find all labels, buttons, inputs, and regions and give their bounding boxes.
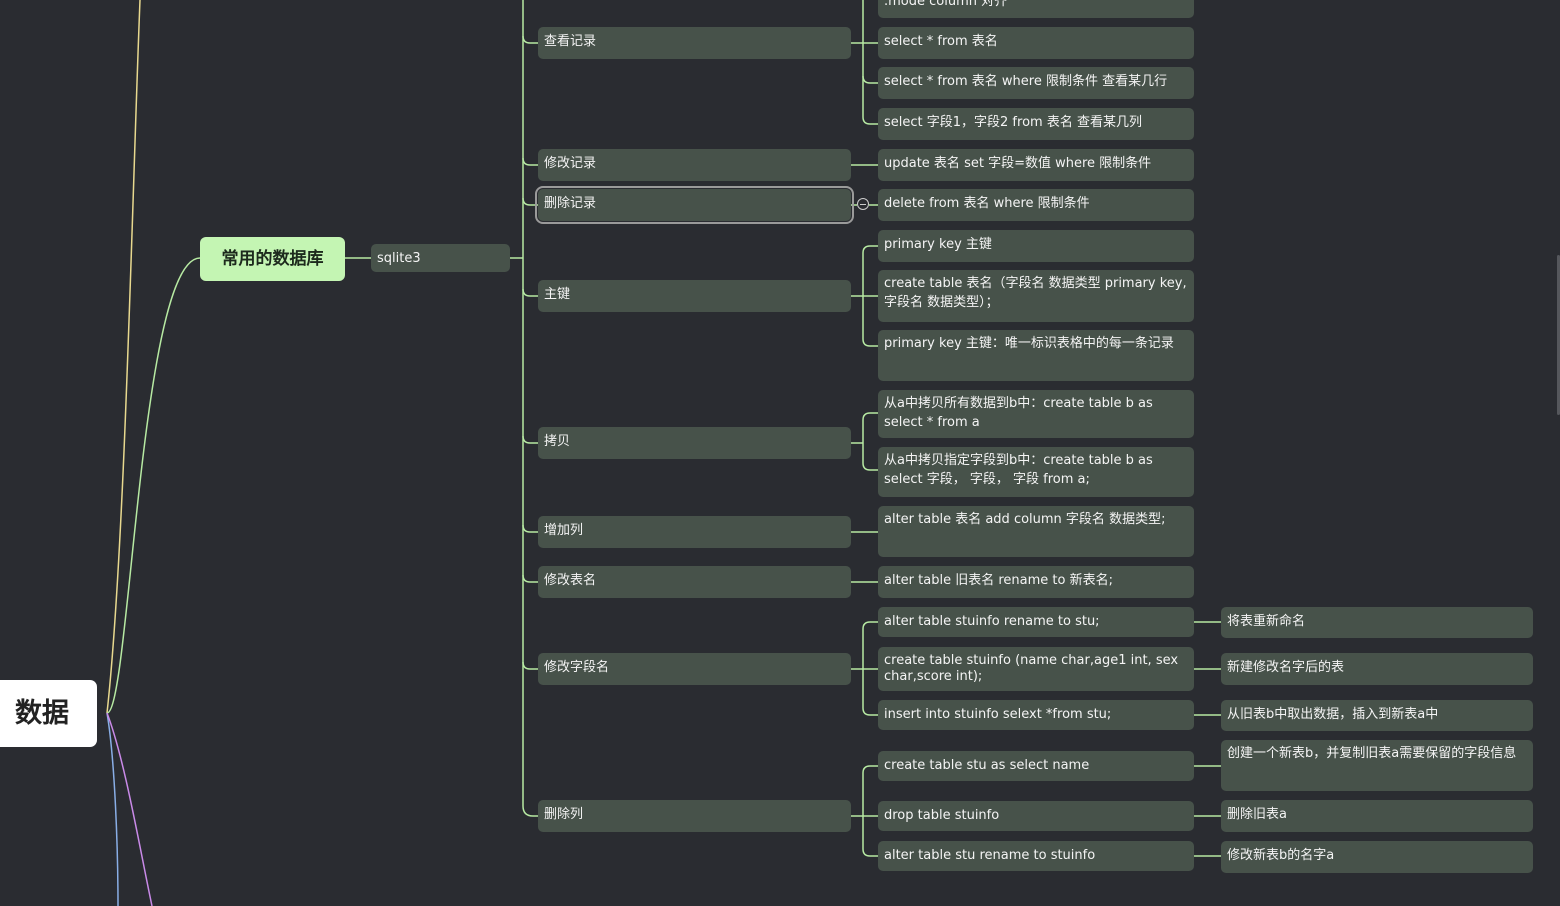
- detail-rename-stu[interactable]: alter table stu rename to stuinfo: [878, 841, 1194, 871]
- detail-create-stuinfo[interactable]: create table stuinfo (name char,age1 int…: [878, 647, 1194, 691]
- detail-delete[interactable]: delete from 表名 where 限制条件: [878, 189, 1194, 221]
- detail-rename-table[interactable]: alter table 旧表名 rename to 新表名;: [878, 566, 1194, 598]
- note-create-new-table[interactable]: 创建一个新表b，并复制旧表a需要保留的字段信息: [1221, 740, 1533, 791]
- detail-insert-into[interactable]: insert into stuinfo selext *from stu;: [878, 700, 1194, 730]
- topic-delete-records[interactable]: 删除记录: [535, 186, 854, 224]
- detail-rename-stuinfo[interactable]: alter table stuinfo rename to stu;: [878, 607, 1194, 637]
- note-insert-data[interactable]: 从旧表b中取出数据，插入到新表a中: [1221, 700, 1533, 731]
- category-node-common-databases[interactable]: 常用的数据库: [200, 237, 345, 281]
- node-sqlite3[interactable]: sqlite3: [371, 244, 510, 272]
- topic-add-column[interactable]: 增加列: [538, 516, 851, 548]
- detail-mode-column[interactable]: .mode column 对齐: [878, 0, 1194, 18]
- detail-create-table-pk[interactable]: create table 表名（字段名 数据类型 primary key,字段名…: [878, 270, 1194, 322]
- topic-rename-table[interactable]: 修改表名: [538, 566, 851, 598]
- root-node[interactable]: 数据库: [0, 680, 97, 747]
- detail-copy-fields[interactable]: 从a中拷贝指定字段到b中：create table b as select 字段…: [878, 447, 1194, 497]
- note-rename-new-table[interactable]: 修改新表b的名字a: [1221, 841, 1533, 873]
- detail-update[interactable]: update 表名 set 字段=数值 where 限制条件: [878, 149, 1194, 181]
- detail-select-fields[interactable]: select 字段1，字段2 from 表名 查看某几列: [878, 108, 1194, 140]
- topic-rename-field[interactable]: 修改字段名: [538, 653, 851, 685]
- detail-primary-key[interactable]: primary key 主键: [878, 230, 1194, 262]
- topic-drop-column[interactable]: 删除列: [538, 800, 851, 832]
- collapse-toggle[interactable]: [857, 198, 869, 210]
- detail-create-stu-as-select[interactable]: create table stu as select name: [878, 751, 1194, 781]
- topic-modify-records[interactable]: 修改记录: [538, 149, 851, 181]
- detail-select-where[interactable]: select * from 表名 where 限制条件 查看某几行: [878, 67, 1194, 99]
- detail-add-column[interactable]: alter table 表名 add column 字段名 数据类型;: [878, 506, 1194, 557]
- topic-copy[interactable]: 拷贝: [538, 427, 851, 459]
- note-new-table[interactable]: 新建修改名字后的表: [1221, 653, 1533, 685]
- detail-drop-table[interactable]: drop table stuinfo: [878, 801, 1194, 831]
- topic-primary-key[interactable]: 主键: [538, 280, 851, 312]
- vertical-scrollbar[interactable]: [1557, 255, 1560, 415]
- detail-primary-key-desc[interactable]: primary key 主键：唯一标识表格中的每一条记录: [878, 330, 1194, 381]
- note-rename-table[interactable]: 将表重新命名: [1221, 607, 1533, 638]
- topic-view-records[interactable]: 查看记录: [538, 27, 851, 59]
- detail-select-all[interactable]: select * from 表名: [878, 27, 1194, 59]
- detail-copy-all[interactable]: 从a中拷贝所有数据到b中：create table b as select * …: [878, 390, 1194, 438]
- note-drop-old-table[interactable]: 删除旧表a: [1221, 800, 1533, 832]
